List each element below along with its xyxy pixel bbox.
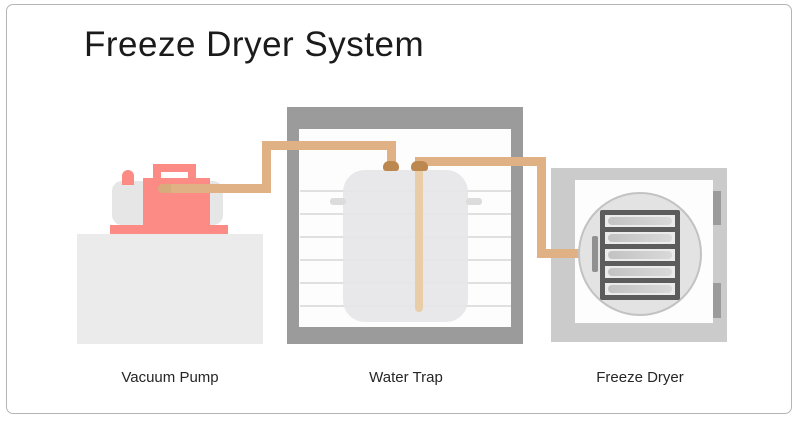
pipe-segment	[262, 141, 396, 150]
label-water-trap: Water Trap	[369, 369, 443, 386]
trap-inlet-fitting	[383, 161, 399, 171]
dryer-shelf	[605, 249, 675, 261]
pipe-segment	[158, 184, 271, 193]
shelf-tray	[608, 285, 672, 293]
shelf-tray	[608, 234, 672, 242]
dryer-shelf	[605, 232, 675, 244]
dryer-shelf	[605, 283, 675, 295]
pump-pedestal	[77, 234, 263, 344]
pump-handle	[153, 164, 196, 178]
pipe-segment	[262, 141, 271, 193]
vessel-tab-right	[466, 198, 482, 205]
pipe-connector-cap	[158, 184, 171, 193]
label-vacuum-pump: Vacuum Pump	[121, 369, 219, 386]
trap-outlet-fitting	[411, 161, 428, 171]
trap-vessel	[343, 170, 468, 322]
pump-exhaust-stub	[122, 170, 134, 185]
dryer-hinge-top	[713, 191, 721, 225]
shelf-tray	[608, 268, 672, 276]
dryer-shelf-rack	[600, 210, 680, 300]
dryer-hinge-bottom	[713, 283, 721, 318]
diagram-title: Freeze Dryer System	[84, 25, 425, 64]
trap-dip-tube	[415, 170, 423, 312]
dryer-shelf	[605, 215, 675, 227]
shelf-tray	[608, 217, 672, 225]
dryer-shelf	[605, 266, 675, 278]
canvas-border	[6, 4, 792, 414]
pipe-segment	[415, 157, 546, 166]
pump-base-plate	[110, 225, 228, 234]
vessel-tab-left	[330, 198, 346, 205]
label-freeze-dryer: Freeze Dryer	[596, 369, 684, 386]
pipe-segment	[387, 150, 396, 168]
dryer-door-gasket-bar	[592, 236, 598, 272]
pipe-segment	[537, 157, 546, 258]
shelf-tray	[608, 251, 672, 259]
